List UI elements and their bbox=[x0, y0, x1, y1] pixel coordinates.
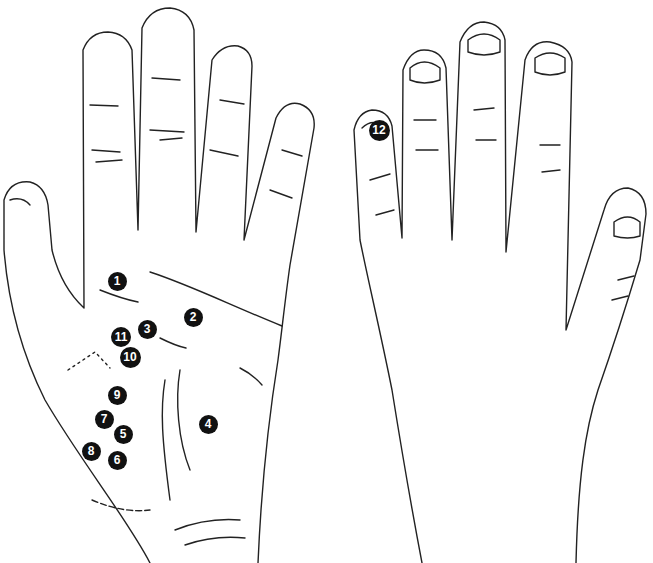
callout-disc-shape bbox=[108, 272, 127, 291]
callout-disc-shape bbox=[138, 320, 157, 339]
callout-disc-shape bbox=[95, 410, 114, 429]
wrist-crease bbox=[175, 519, 240, 530]
finger-nail bbox=[410, 62, 440, 83]
callout-disc-shape bbox=[82, 442, 101, 461]
callout-circle: 2 bbox=[184, 308, 203, 327]
callout-number: 9 bbox=[108, 389, 127, 401]
callout-circle: 12 bbox=[369, 120, 390, 141]
palm-crease bbox=[100, 290, 138, 302]
callout-number: 1 bbox=[108, 275, 127, 287]
finger-crease bbox=[150, 78, 184, 140]
knuckle-crease bbox=[370, 174, 394, 215]
knuckle-crease bbox=[612, 276, 634, 300]
callout-disc-shape bbox=[108, 386, 127, 405]
callout-circle: 5 bbox=[114, 425, 133, 444]
finger-crease bbox=[90, 105, 122, 162]
callout-circle: 7 bbox=[95, 410, 114, 429]
knuckle-crease bbox=[414, 120, 438, 150]
callout-circle: 4 bbox=[199, 415, 218, 434]
knuckle-crease bbox=[474, 108, 496, 140]
callout-number: 8 bbox=[82, 445, 101, 457]
right-hand-outline bbox=[354, 22, 646, 563]
callout-disc-shape bbox=[184, 308, 203, 327]
callout-disc-shape bbox=[108, 451, 127, 470]
callout-number: 11 bbox=[111, 331, 131, 343]
callout-circle: 3 bbox=[138, 320, 157, 339]
callout-circle: 1 bbox=[108, 272, 127, 291]
callout-circle: 6 bbox=[108, 451, 127, 470]
callout-number: 3 bbox=[138, 323, 157, 335]
callout-disc-shape bbox=[369, 120, 390, 141]
callout-number: 7 bbox=[95, 413, 114, 425]
left-hand-outline bbox=[4, 8, 314, 563]
knuckle-crease bbox=[540, 145, 560, 172]
palm-crease bbox=[160, 338, 186, 348]
palm-crease bbox=[240, 368, 262, 385]
callout-disc-shape bbox=[111, 327, 131, 347]
callout-circle: 9 bbox=[108, 386, 127, 405]
callout-circle: 8 bbox=[82, 442, 101, 461]
callout-number: 12 bbox=[369, 124, 390, 136]
finger-nail bbox=[535, 53, 565, 75]
callout-disc-shape bbox=[120, 347, 141, 368]
finger-crease bbox=[210, 100, 244, 156]
palm-crease bbox=[162, 380, 170, 500]
callout-number: 10 bbox=[120, 351, 141, 363]
dotted-mark bbox=[68, 352, 110, 370]
callout-disc-shape bbox=[114, 425, 133, 444]
callout-circle: 11 bbox=[111, 327, 131, 347]
callout-disc-shape bbox=[199, 415, 218, 434]
wrist-crease bbox=[185, 537, 245, 545]
callout-number: 5 bbox=[114, 428, 133, 440]
callout-circle: 10 bbox=[120, 347, 141, 368]
callout-number: 2 bbox=[184, 311, 203, 323]
thumb-nail bbox=[10, 199, 30, 205]
callout-number: 4 bbox=[199, 418, 218, 430]
thumb-nail bbox=[614, 217, 640, 238]
finger-crease bbox=[270, 150, 302, 198]
finger-nail bbox=[468, 34, 500, 55]
palm-crease bbox=[150, 272, 282, 326]
palm-crease bbox=[178, 370, 190, 470]
callout-number: 6 bbox=[108, 454, 127, 466]
wrist-line bbox=[92, 500, 150, 511]
